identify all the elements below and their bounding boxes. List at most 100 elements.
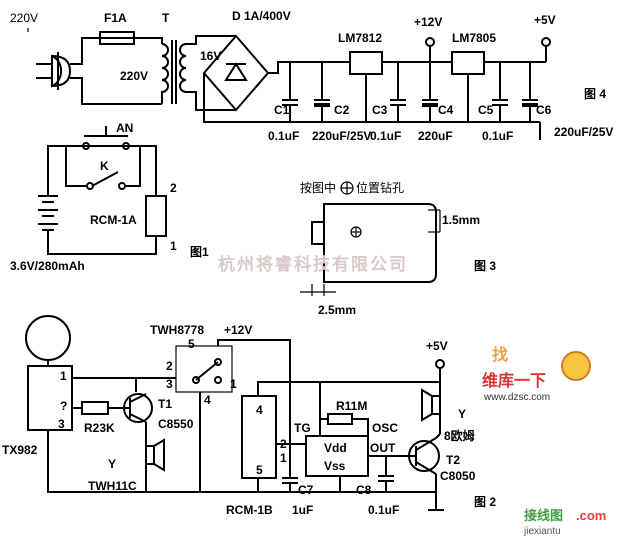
dim-1-5mm: 1.5mm — [442, 213, 480, 227]
figure1-title: 图1 — [190, 245, 209, 259]
sw-pin3: 3 — [166, 377, 173, 391]
vdd-label: Vdd — [324, 441, 347, 455]
housing-outline — [323, 203, 437, 283]
v12-label-fig2: +12V — [224, 323, 252, 337]
ohm-label: 8欧姆 — [444, 428, 475, 443]
tx-pin3: 3 — [58, 417, 65, 431]
ac-220v-label: 220V — [10, 11, 38, 25]
regulator-lm7812 — [349, 51, 383, 75]
tx-pin2: ? — [60, 399, 67, 413]
c8050-label: C8050 — [440, 469, 476, 483]
twh11c-label: TWH11C — [88, 479, 137, 493]
figure2-main-circuit: 1 ? 3 TX982 R23K T1 C8550 Y TWH11C TWH87… — [2, 315, 496, 517]
site-url: www.dzsc.com — [483, 392, 550, 403]
r23k-label: R23K — [84, 421, 115, 435]
v5-terminal-fig2 — [435, 359, 445, 369]
lm7805-label: LM7805 — [452, 31, 496, 45]
battery-icon — [38, 195, 58, 231]
primary-voltage-label: 220V — [120, 69, 148, 83]
figure2-title: 图 2 — [474, 495, 496, 509]
capacitor-c4 — [422, 62, 438, 122]
twh8778-label: TWH8778 — [150, 323, 204, 337]
tx-pin1: 1 — [60, 369, 67, 383]
capacitor-c6 — [522, 62, 538, 122]
capacitor-c1 — [282, 62, 298, 122]
c1-label: C1 — [274, 103, 290, 117]
r1-label: R11M — [336, 399, 367, 413]
v5-label: +5V — [534, 13, 556, 27]
bottom-com: .com — [576, 508, 606, 523]
drill-instruction-before: 按图中 — [300, 180, 336, 195]
rcm1b-label: RCM-1B — [226, 503, 273, 517]
c8-value: 0.1uF — [368, 503, 399, 517]
c6-value: 220uF/25V — [554, 125, 613, 139]
tg-label: TG — [294, 421, 311, 435]
bridge-label: D 1A/400V — [232, 9, 291, 23]
relay-pin2: 2 — [170, 181, 177, 195]
battery-label: 3.6V/280mAh — [10, 259, 85, 273]
c5-label: C5 — [478, 103, 494, 117]
c7-value: 1uF — [292, 503, 313, 517]
v5-label-fig2: +5V — [426, 339, 448, 353]
c5-value: 0.1uF — [482, 129, 513, 143]
dim-2-5mm: 2.5mm — [318, 303, 356, 317]
capacitor-c5 — [492, 62, 508, 122]
c4-label: C4 — [438, 103, 454, 117]
c3-label: C3 — [372, 103, 388, 117]
v5-terminal — [541, 37, 551, 47]
osc-label: OSC — [372, 421, 398, 435]
v12-label: +12V — [414, 15, 442, 29]
fuse-label: F1A — [104, 11, 127, 25]
t2-label: T2 — [446, 453, 460, 467]
c2-label: C2 — [334, 103, 350, 117]
switch-twh8778 — [175, 345, 233, 393]
c6-label: C6 — [536, 103, 552, 117]
t1-label: T1 — [158, 397, 172, 411]
brand-text: 维库一下 — [482, 371, 546, 390]
sw-pin5: 5 — [188, 337, 195, 351]
sw-pin4: 4 — [204, 393, 211, 407]
an-label: AN — [116, 121, 133, 135]
c8550-label: C8550 — [158, 417, 194, 431]
relay-rcm1a — [145, 195, 167, 237]
v12-terminal — [425, 37, 435, 47]
c4-value: 220uF — [418, 129, 453, 143]
out-label: OUT — [370, 441, 396, 455]
resistor-r2 — [81, 401, 109, 415]
y1-label: Y — [108, 457, 116, 471]
c3-value: 0.1uF — [370, 129, 401, 143]
resistor-r1 — [327, 413, 353, 425]
figure3-title: 图 3 — [474, 259, 496, 273]
bottom-logo: 接线图 — [524, 508, 563, 524]
ac-plug-icon — [36, 52, 72, 90]
figure4-power-supply: 220V F1A T 220V 16V D 1A/400V — [10, 9, 613, 143]
lm7812-label: LM7812 — [338, 31, 382, 45]
bridge-rectifier — [202, 34, 270, 112]
tx982-label: TX982 — [2, 443, 38, 457]
capacitor-c3 — [390, 62, 406, 122]
y2-label: Y — [458, 407, 466, 421]
k-label: K — [100, 159, 109, 173]
vss-label: Vss — [324, 459, 346, 473]
drill-instruction-after: 位置钻孔 — [356, 180, 404, 195]
sw-pin2: 2 — [166, 359, 173, 373]
sensor-tx982 — [27, 365, 73, 431]
capacitor-c2 — [314, 62, 330, 122]
watermark-bottom: 接线图 .com jiexiantu — [523, 508, 606, 537]
sensor-dish-icon — [25, 315, 71, 361]
rcm-pin1: 1 — [280, 451, 287, 465]
rcm-pin4: 4 — [256, 403, 263, 417]
figure4-title: 图 4 — [584, 87, 606, 101]
figure1-battery-relay: AN K 2 1 RCM-1A 3.6V/280mAh 图1 — [10, 121, 209, 273]
regulator-lm7805 — [451, 51, 485, 75]
watermark-brand-logo: 找 维库一下 www.dzsc.com — [482, 345, 591, 403]
sw-pin1: 1 — [230, 377, 237, 391]
c1-value: 0.1uF — [268, 129, 299, 143]
figure3-drill-position: 按图中 位置钻孔 1.5mm 2.5mm 图 3 — [300, 180, 496, 317]
mascot-icon — [561, 351, 591, 381]
c7-label: C7 — [298, 483, 314, 497]
relay-label: RCM-1A — [90, 213, 137, 227]
c2-value: 220uF/25V — [312, 129, 371, 143]
